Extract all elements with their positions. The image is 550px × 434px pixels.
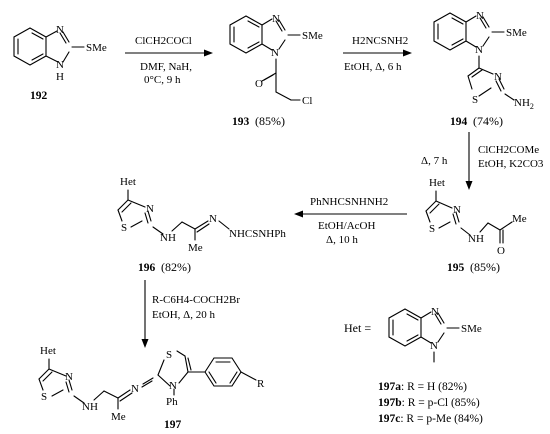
atom-S: S: [121, 222, 127, 234]
atom-N: N: [131, 383, 139, 395]
compound-label-197: 197: [164, 419, 182, 431]
substituent-Me: Me: [188, 242, 203, 254]
compound-192: N N H SMe 192: [13, 24, 107, 102]
arrow-step-2: H2NCSNH2 EtOH, Δ, 6 h: [343, 35, 412, 73]
compound-196: Het N S NH N Me NHCSNHPh 196 (82%): [117, 176, 286, 274]
condition-temperature-time: 0°C, 9 h: [144, 74, 181, 86]
atom-N: N: [146, 203, 154, 215]
compound-yield-194: (74%): [473, 114, 503, 128]
atom-H: H: [56, 71, 64, 83]
atom-N: N: [271, 47, 279, 59]
atom-N: N: [56, 24, 64, 36]
compound-193: N N SMe O Cl 193 (85%): [229, 13, 323, 128]
condition-reagent: H2NCSNH2: [352, 35, 408, 47]
atom-N: N: [430, 340, 438, 352]
compound-195: Het N S NH Me O 195 (85%): [425, 177, 527, 274]
compound-yield-193: (85%): [255, 114, 285, 128]
condition-time: Δ, 7 h: [421, 155, 448, 167]
atom-N: N: [65, 371, 73, 383]
condition-temperature-time: Δ, 10 h: [326, 234, 358, 246]
substituent-Ph: Ph: [166, 396, 178, 408]
substituent-SMe: SMe: [86, 42, 107, 54]
substituent-SMe: SMe: [302, 30, 323, 42]
atom-S: S: [472, 94, 478, 106]
atom-NH: NH: [160, 232, 176, 244]
condition-solvent-time: EtOH, Δ, 20 h: [152, 309, 215, 321]
atom-S: S: [166, 349, 172, 361]
substituent-Het: Het: [120, 176, 136, 188]
atom-O: O: [255, 78, 263, 90]
condition-solvent: EtOH/AcOH: [318, 220, 375, 232]
atom-N: N: [453, 204, 461, 216]
atom-S: S: [41, 391, 47, 403]
arrow-step-1: ClCH2COCl DMF, NaH, 0°C, 9 h: [125, 35, 213, 86]
variant-197c: 197c: R = p-Me (84%): [378, 413, 483, 425]
substituent-Me: Me: [111, 411, 126, 423]
atom-NH: NH: [82, 401, 98, 413]
atom-N: N: [209, 213, 217, 225]
arrow-step-4: PhNHCSNHNH2 EtOH/AcOH Δ, 10 h: [294, 196, 407, 246]
atom-NH: NH: [468, 233, 484, 245]
condition-reagent: ClCH2COMe: [478, 144, 539, 156]
arrow-step-3: Δ, 7 h ClCH2COMe EtOH, K2CO3: [421, 132, 544, 190]
het-equals-label: Het =: [344, 321, 371, 335]
atom-N: N: [272, 13, 280, 25]
atom-N: N: [56, 59, 64, 71]
substituent-SMe: SMe: [461, 323, 482, 335]
atom-N: N: [494, 71, 502, 83]
het-definition: Het = N N SMe: [344, 306, 482, 363]
compound-label-192: 192: [30, 90, 48, 102]
condition-solvent: DMF, NaH,: [140, 61, 192, 73]
substituent-Het: Het: [40, 345, 56, 357]
compound-yield-195: (85%): [470, 260, 500, 274]
compound-194: N N SMe N S NH2 194 (74%): [433, 10, 534, 128]
compound-yield-196: (82%): [161, 260, 191, 274]
arrow-step-5: R-C6H4-COCH2Br EtOH, Δ, 20 h: [141, 280, 240, 348]
substituent-SMe: SMe: [506, 27, 527, 39]
compound-197: Het N S NH N Me S: [38, 345, 265, 431]
variant-197b: 197b: R = p-Cl (85%): [378, 397, 480, 409]
condition-reagent: PhNHCSNHNH2: [310, 196, 388, 208]
compound-label-193: 193: [232, 116, 250, 128]
condition-reagent: R-C6H4-COCH2Br: [152, 294, 240, 306]
compound-label-195: 195: [447, 262, 465, 274]
condition-solvent-time: EtOH, Δ, 6 h: [344, 61, 402, 73]
variant-197a: 197a: R = H (82%): [378, 381, 467, 393]
substituent-NHCSNHPh: NHCSNHPh: [229, 228, 286, 240]
atom-N: N: [475, 44, 483, 56]
atom-Cl: Cl: [302, 95, 312, 107]
substituent-NH2: NH2: [514, 97, 534, 111]
compound-label-194: 194: [450, 116, 468, 128]
substituent-Het: Het: [429, 177, 445, 189]
compound-label-196: 196: [138, 262, 156, 274]
atom-S: S: [429, 223, 435, 235]
atom-O: O: [497, 245, 505, 257]
condition-solvent-base: EtOH, K2CO3: [478, 158, 544, 170]
substituent-Me: Me: [512, 213, 527, 225]
substituent-R: R: [257, 378, 265, 390]
atom-N: N: [169, 380, 177, 392]
atom-N: N: [476, 10, 484, 22]
variants-list: 197a: R = H (82%) 197b: R = p-Cl (85%) 1…: [378, 381, 483, 425]
condition-reagent: ClCH2COCl: [135, 35, 192, 47]
atom-N: N: [431, 306, 439, 318]
